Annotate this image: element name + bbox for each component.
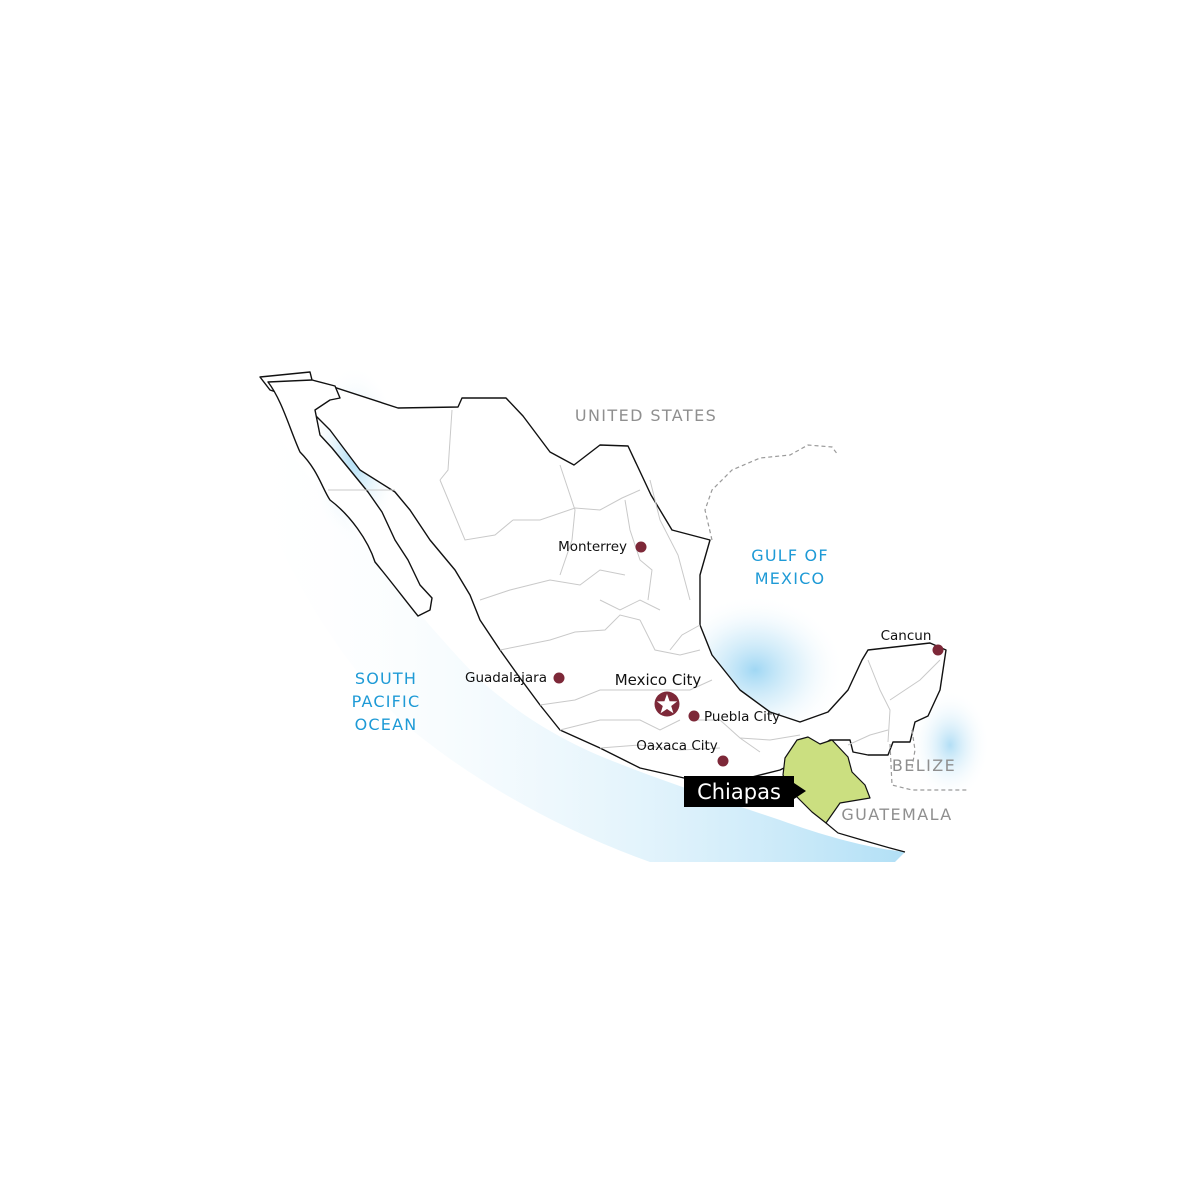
chiapas-callout-box (684, 776, 794, 807)
country-label-united-states: UNITED STATES (575, 406, 717, 425)
city-marker-puebla[interactable] (688, 710, 700, 722)
city-label-puebla: Puebla City (704, 709, 780, 725)
caribbean-water (910, 690, 990, 800)
pacific-label-line2: PACIFIC (352, 692, 421, 711)
city-label-oaxaca: Oaxaca City (636, 738, 718, 754)
chiapas-label: Chiapas (697, 780, 781, 804)
belize-border-dashed (889, 743, 968, 791)
gulf-label-line2: MEXICO (755, 569, 826, 588)
chiapas-callout-pointer (794, 783, 806, 799)
country-label-guatemala: GUATEMALA (841, 805, 952, 824)
city-marker-guadalajara[interactable] (553, 672, 565, 684)
us-gulf-border-dashed (704, 444, 839, 541)
mexico-mainland-outline (259, 371, 947, 781)
city-label-monterrey: Monterrey (558, 539, 627, 555)
city-marker-oaxaca[interactable] (717, 755, 729, 767)
dashed-borders (704, 444, 968, 791)
country-label-belize: BELIZE (892, 756, 956, 775)
baja-california-outline (267, 379, 433, 617)
chiapas-callout: Chiapas (684, 776, 806, 807)
city-markers (553, 541, 944, 767)
city-marker-cancun[interactable] (932, 644, 944, 656)
capital-star-icon[interactable] (654, 691, 680, 717)
pacific-label-line1: SOUTH (355, 669, 417, 688)
city-label-mexico-city: Mexico City (615, 671, 702, 689)
pacific-label-line3: OCEAN (355, 715, 418, 734)
city-marker-monterrey[interactable] (635, 541, 647, 553)
state-borders (328, 409, 941, 753)
guatemala-coast (825, 822, 906, 853)
city-label-cancun: Cancun (881, 628, 932, 644)
city-label-guadalajara: Guadalajara (465, 670, 547, 686)
gulf-label-line1: GULF OF (751, 546, 829, 565)
pacific-coast-water (235, 335, 905, 862)
